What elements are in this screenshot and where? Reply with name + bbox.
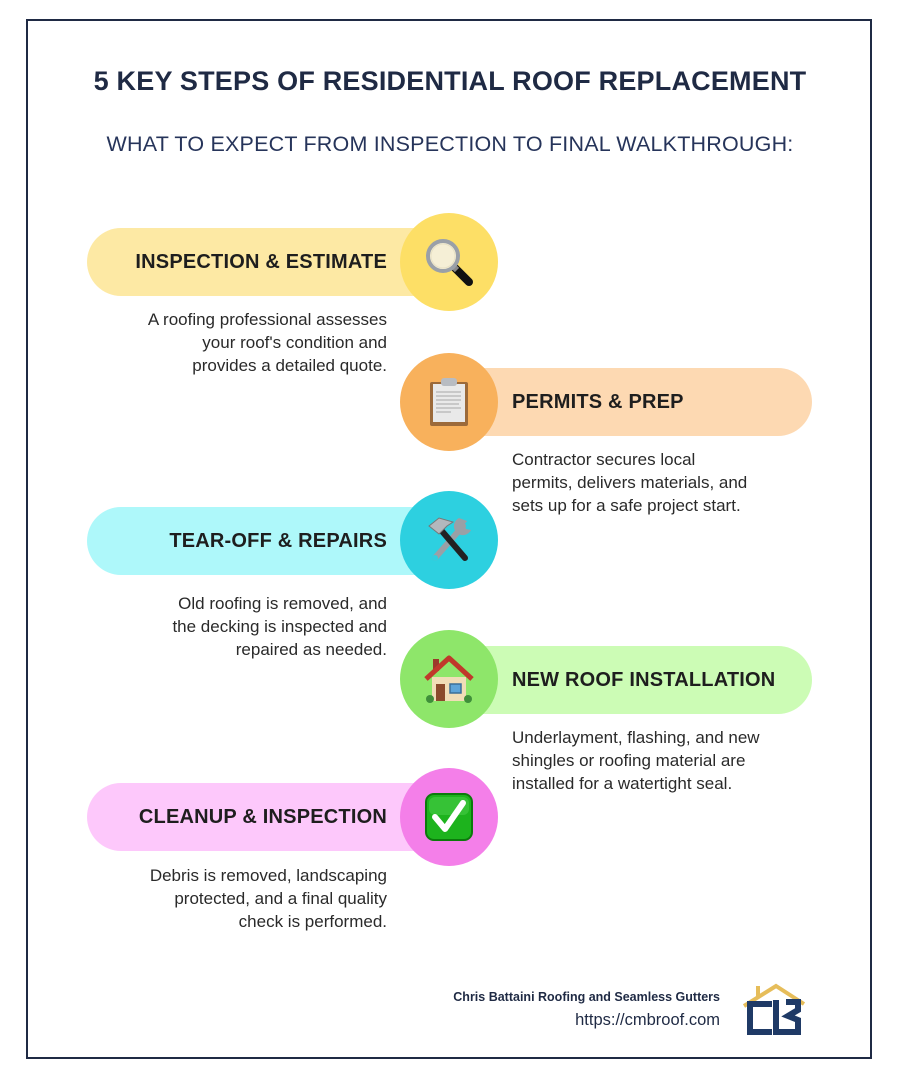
step-4-banner: NEW ROOF INSTALLATION <box>430 646 812 714</box>
step-2-title: PERMITS & PREP <box>512 390 684 413</box>
company-url-link[interactable]: https://cmbroof.com <box>575 1011 720 1029</box>
magnifying-glass-icon <box>426 239 473 286</box>
cb-house-logo-icon <box>742 983 806 1035</box>
step-5-icon-circle <box>400 768 498 866</box>
house-icon <box>424 655 474 703</box>
step-5-title: CLEANUP & INSPECTION <box>138 805 387 828</box>
step-3-icon-circle <box>400 491 498 589</box>
clipboard-icon <box>430 378 468 426</box>
step-5-description: Debris is removed, landscaping protected… <box>149 866 387 931</box>
company-name: Chris Battaini Roofing and Seamless Gutt… <box>453 990 720 1004</box>
step-4-icon-circle <box>400 630 498 728</box>
hammer-and-wrench-icon <box>428 517 471 561</box>
check-mark-button-icon <box>425 793 473 841</box>
step-3-title: TEAR-OFF & REPAIRS <box>169 529 387 552</box>
step-3-description: Old roofing is removed, and the decking … <box>172 594 387 659</box>
step-2-icon-circle <box>400 353 498 451</box>
step-1-banner: INSPECTION & ESTIMATE <box>87 228 467 296</box>
page-title: 5 KEY STEPS OF RESIDENTIAL ROOF REPLACEM… <box>93 66 807 96</box>
step-1-description: A roofing professional assesses your roo… <box>147 310 387 375</box>
step-4-title: NEW ROOF INSTALLATION <box>512 668 776 691</box>
step-4-description: Underlayment, flashing, and new shingles… <box>512 728 760 793</box>
step-1-icon-circle <box>400 213 498 311</box>
step-2-description: Contractor secures local permits, delive… <box>512 450 748 515</box>
step-1-title: INSPECTION & ESTIMATE <box>135 250 387 273</box>
page-subtitle: WHAT TO EXPECT FROM INSPECTION TO FINAL … <box>106 132 794 156</box>
